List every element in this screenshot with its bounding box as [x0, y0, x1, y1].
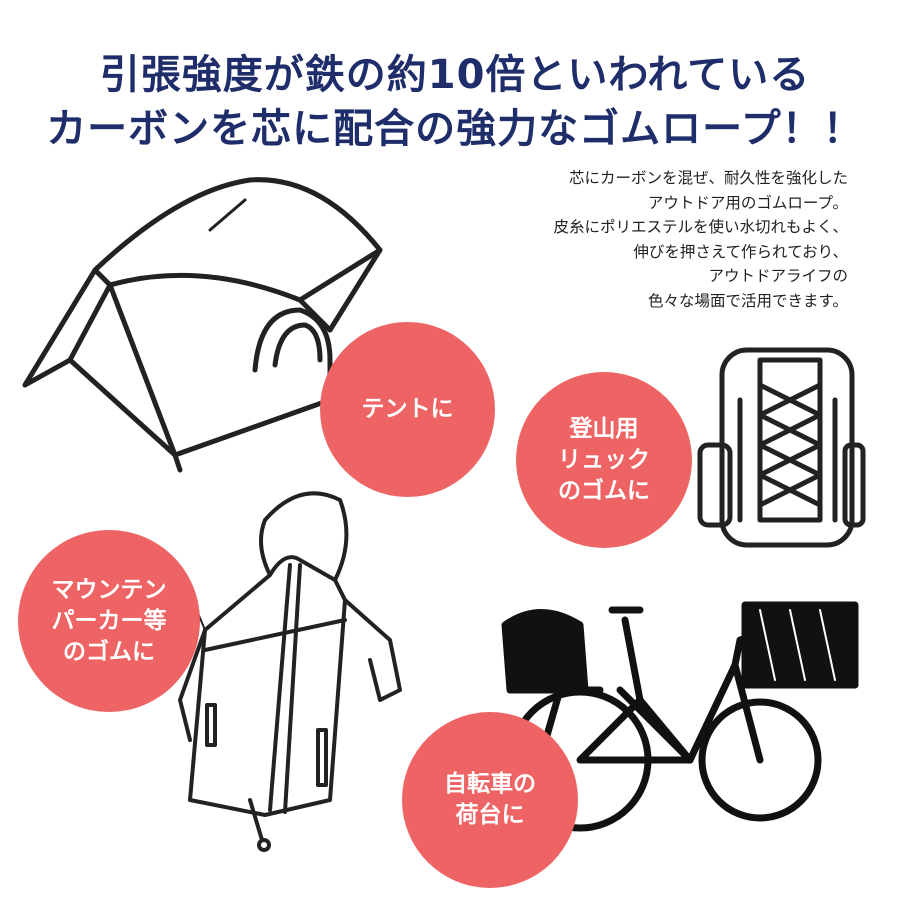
badge-text: のゴムに [558, 477, 650, 504]
badge-text: パーカー等 [51, 607, 167, 634]
description: 芯にカーボンを混ぜ、耐久性を強化した アウトドア用のゴムロープ。 皮糸にポリエス… [553, 166, 848, 313]
use-badge-jacket: マウンテン パーカー等 のゴムに [18, 530, 200, 712]
description-line: 色々な場面で活用できます。 [648, 291, 848, 310]
use-badge-tent: テントに [320, 322, 495, 497]
badge-text: テントに [361, 396, 454, 422]
badge-text: のゴムに [63, 638, 155, 665]
description-line: アウトドアライフの [708, 267, 848, 285]
description-line: 伸びを押さえて作られており、 [633, 242, 848, 261]
badge-text: 登山用 [569, 415, 639, 442]
backpack-illustration [697, 347, 866, 548]
badge-text: 自転車の [444, 771, 536, 797]
headline-line-1: 引張強度が鉄の約10倍といわれている [99, 52, 811, 98]
jacket-illustration [178, 491, 402, 852]
headline-line-2: カーボンを芯に配合の強力なゴムロープ！！ [46, 106, 864, 152]
description-line: 芯にカーボンを混ぜ、耐久性を強化した [568, 169, 848, 187]
description-line: 皮糸にポリエステルを使い水切れもよく、 [553, 218, 848, 236]
badge-text: マウンテン [51, 576, 167, 603]
use-badge-backpack: 登山用 リュック のゴムに [516, 372, 692, 548]
bicycle-illustration [501, 601, 859, 832]
use-badge-bicycle: 自転車の 荷台に [402, 712, 578, 888]
badge-text: リュック [558, 446, 650, 473]
badge-text: 荷台に [455, 802, 525, 828]
description-line: アウトドア用のゴムロープ。 [647, 193, 848, 212]
tent-illustration [22, 177, 383, 473]
